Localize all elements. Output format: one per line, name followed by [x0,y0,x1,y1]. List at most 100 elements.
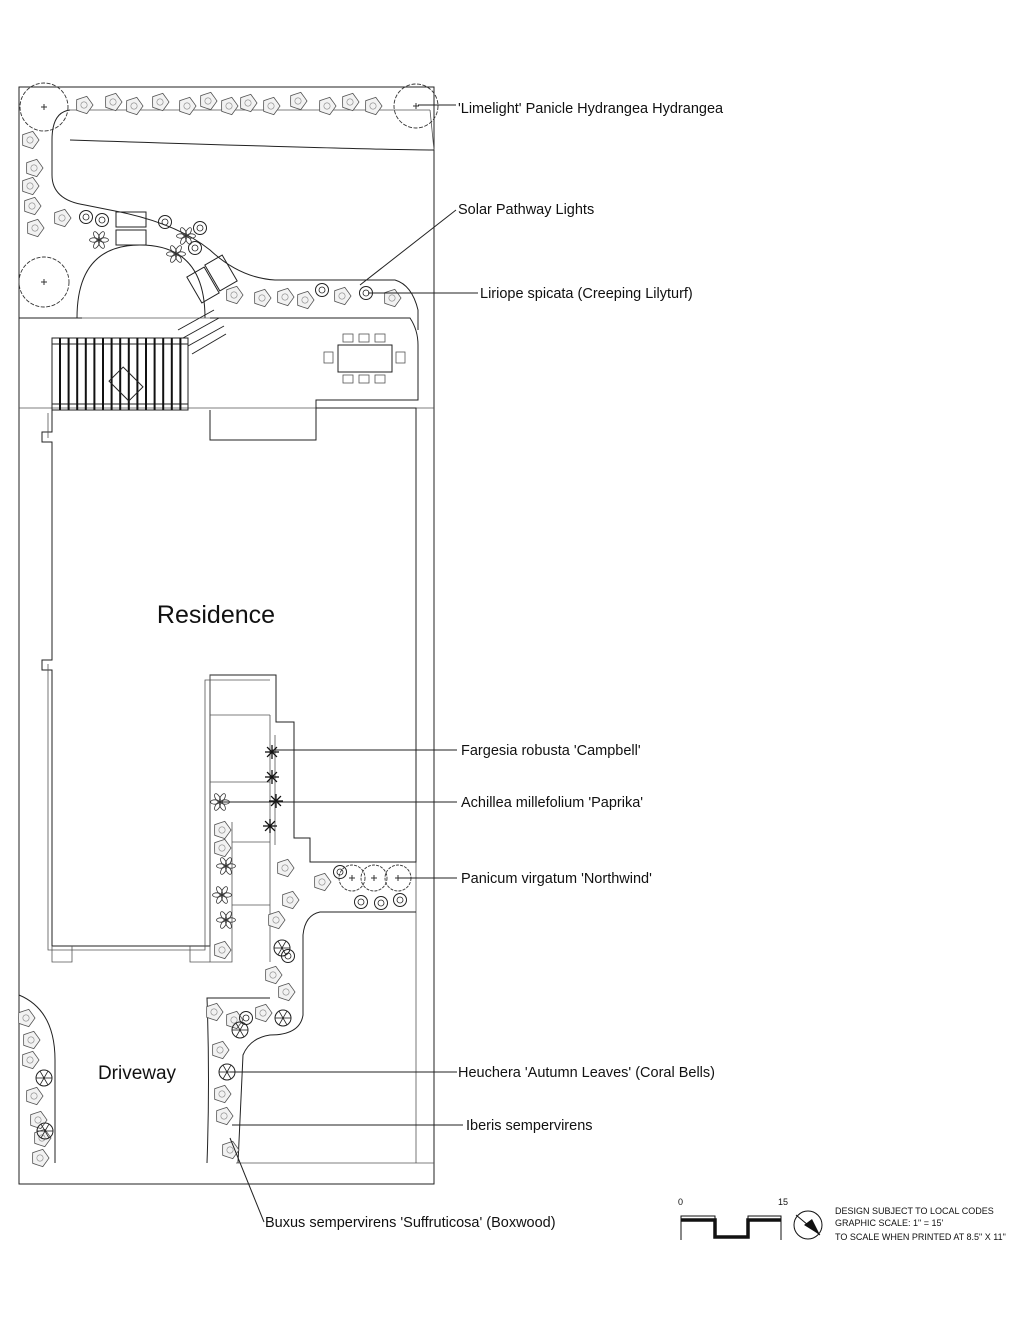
achillea-icon [216,857,236,875]
liriope-icon [158,215,172,229]
shrub-icon [263,96,281,116]
scale-start: 0 [678,1197,683,1207]
shrub-icon [22,176,40,196]
shrub-icon [255,1003,273,1023]
shrub-icon [179,96,197,116]
shrub-icon [384,288,402,308]
label-panicum: Panicum virgatum 'Northwind' [461,871,652,887]
fargesia-icon [269,794,283,808]
liriope-symbols [79,210,407,1025]
shrub-icon [24,196,42,216]
shrub-icon [30,1110,48,1130]
shrub-icon [214,940,232,960]
bench [115,229,147,246]
lawn-edge [51,109,419,330]
heuchera-icon [273,939,291,957]
note-codes: DESIGN SUBJECT TO LOCAL CODES [835,1206,994,1216]
label-buxus: Buxus sempervirens 'Suffruticosa' (Boxwo… [265,1215,556,1231]
shrub-icon [126,96,144,116]
shrub-icon [265,965,283,985]
residence-label: Residence [157,601,275,629]
label-iberis: Iberis sempervirens [466,1118,593,1134]
scale-end: 15 [778,1197,788,1207]
dining-table [323,333,406,384]
shrub-icon [54,208,72,228]
label-hydrangea: 'Limelight' Panicle Hydrangea Hydrangea [458,101,724,117]
liriope-icon [193,221,207,235]
bench [186,266,220,304]
pergola [51,337,189,411]
shrub-icon [22,130,40,150]
liriope-icon [315,283,329,297]
liriope-icon [393,893,407,907]
shrub-icon [214,820,232,840]
fargesia-icon [265,770,279,784]
shrub-icon [297,290,315,310]
liriope-icon [188,241,202,255]
label-achillea: Achillea millefolium 'Paprika' [461,795,643,811]
label-solar-lights: Solar Pathway Lights [458,202,594,218]
front-bed-edge [206,861,416,1164]
liriope-icon [79,210,93,224]
shrub-icon [105,92,123,112]
achillea-icon [166,245,186,263]
circular-patio [76,244,206,319]
shrub-icon [26,1086,44,1106]
shrub-icon [76,95,94,115]
label-heuchera: Heuchera 'Autumn Leaves' (Coral Bells) [458,1065,715,1081]
shrub-icon [278,982,296,1002]
hydrangea-trees [18,82,439,308]
liriope-icon [333,865,347,879]
panicum-icon [360,864,388,892]
shrub-icon [206,1002,224,1022]
shrub-icon [32,1148,50,1168]
shrub-icon [214,838,232,858]
shrub-symbols [18,91,402,1168]
north-arrow-icon [793,1210,823,1240]
shrub-icon [214,1084,232,1104]
achillea-symbols [89,227,236,929]
achillea-icon [212,886,232,904]
shrub-icon [226,1010,244,1030]
heuchera-icon [35,1069,53,1087]
shrub-icon [22,1050,40,1070]
back-patio [209,317,419,441]
shrub-icon [319,96,337,116]
shrub-icon [365,96,383,116]
heuchera-icon [231,1021,249,1039]
shrub-icon [200,91,218,111]
shrub-icon [222,1140,240,1160]
hydrangea-tree-icon [393,83,439,129]
fargesia-icon [263,819,277,833]
shrub-icon [342,92,360,112]
property-boundary [18,86,435,1185]
shrub-icon [254,288,272,308]
residence-footprint [41,407,417,947]
hydrangea-tree-icon [18,256,70,308]
shrub-icon [152,92,170,112]
shrub-icon [314,872,332,892]
heuchera-icon [274,1009,292,1027]
shrub-icon [27,218,45,238]
driveway-label: Driveway [98,1063,177,1084]
achillea-icon [176,227,196,245]
note-scale: GRAPHIC SCALE: 1" = 15' [835,1218,943,1228]
front-walkway [209,675,276,963]
shrub-icon [23,1030,41,1050]
driveway-bed-edge [18,994,56,1163]
note-print: TO SCALE WHEN PRINTED AT 8.5" X 11" [835,1232,1006,1242]
label-liriope: Liriope spicata (Creeping Lilyturf) [480,286,693,302]
panicum-icon [338,864,366,892]
shrub-icon [221,96,239,116]
liriope-icon [354,895,368,909]
graphic-scale-bar: 0 15 [678,1197,788,1240]
shrub-icon [282,890,300,910]
liriope-icon [95,213,109,227]
shrub-icon [18,1008,36,1028]
hydrangea-tree-icon [19,82,69,132]
shrub-icon [334,286,352,306]
shrub-icon [26,158,44,178]
fargesia-symbols [263,745,283,833]
